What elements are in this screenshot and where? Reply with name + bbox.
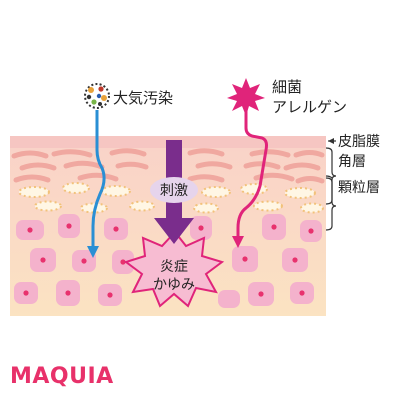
- sebum-arrow: [328, 138, 334, 144]
- stratum-corneum-label: 角層: [338, 154, 366, 170]
- bacteria-label-2: アレルゲン: [272, 98, 347, 116]
- stratum-corneum-layer: [11, 148, 325, 184]
- stimulus-label: 刺激: [160, 182, 188, 199]
- sebum-film-label: 皮脂膜: [338, 134, 380, 150]
- stratum-granulosum-label: 顆粒層: [338, 180, 380, 196]
- maquia-logo: MAQUIA: [10, 364, 114, 389]
- layer-brackets: [325, 140, 337, 231]
- bacteria-icon: [227, 78, 265, 116]
- pollution-arrow: [87, 110, 106, 258]
- epidermal-cells: [14, 214, 322, 308]
- pollution-label: 大気汚染: [113, 89, 173, 107]
- inflammation-label-1: 炎症: [160, 259, 188, 275]
- bacteria-label-1: 細菌: [272, 78, 302, 96]
- inflammation-burst: [123, 230, 225, 308]
- stratum-granulosum-layer: [18, 182, 324, 214]
- stimulus-badge: [150, 177, 198, 203]
- bacteria-arrow: [232, 106, 268, 248]
- inflammation-label-2: かゆみ: [153, 277, 195, 293]
- pollution-particle-icon: [84, 83, 110, 109]
